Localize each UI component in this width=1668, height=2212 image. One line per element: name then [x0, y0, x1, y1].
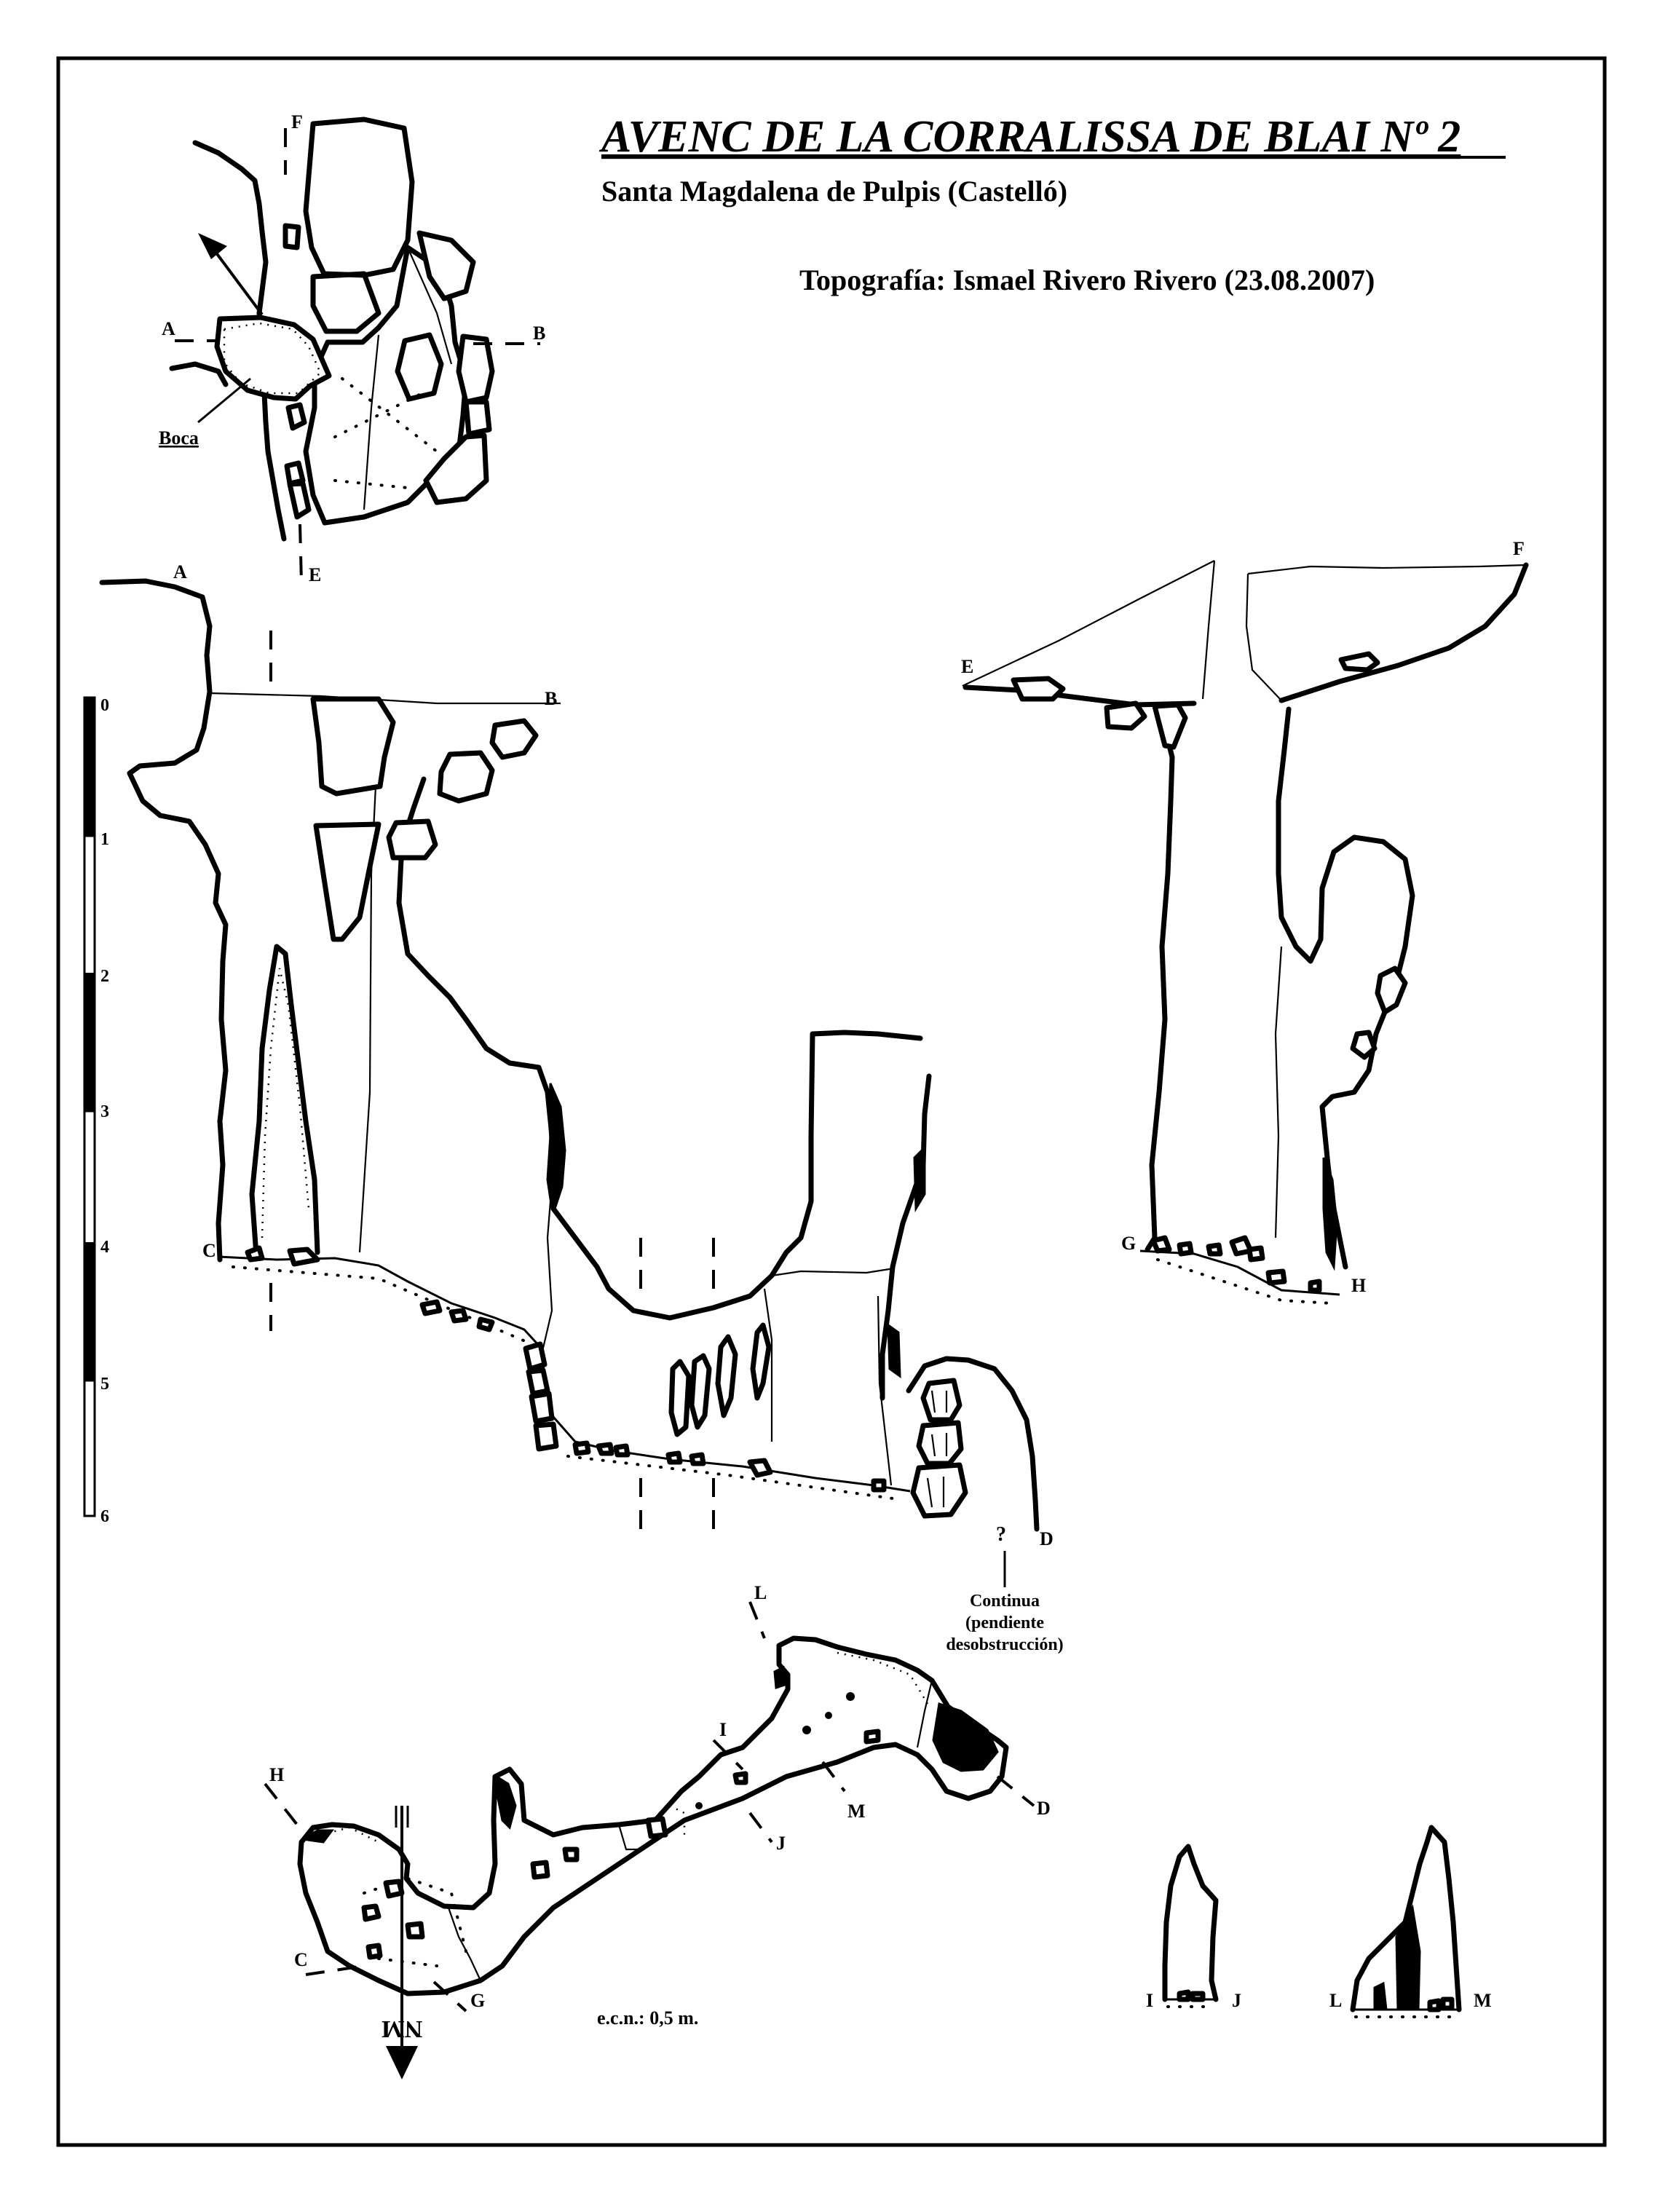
- svg-text:J: J: [776, 1833, 786, 1854]
- cross-section-ij: I J: [1146, 1844, 1241, 2011]
- svg-text:M: M: [847, 1801, 866, 1822]
- svg-text:J: J: [1232, 1990, 1241, 2011]
- svg-text:5: 5: [100, 1375, 109, 1394]
- cave-plan: NM H C G L I J M D e.c.n.: 0,5 m.: [264, 1582, 1051, 2079]
- entrance-plan: F A B E Boca: [159, 111, 545, 585]
- section-ef-gh: E F G H: [961, 538, 1529, 1305]
- cross-section-lm: L M: [1329, 1825, 1492, 2018]
- north-arrow-head: [198, 233, 227, 259]
- svg-text:I: I: [719, 1719, 727, 1740]
- continua-question: ?: [996, 1523, 1006, 1546]
- svg-text:0: 0: [100, 696, 109, 715]
- svg-text:B: B: [533, 323, 545, 344]
- section-label-F: F: [1513, 538, 1525, 559]
- svg-text:1: 1: [100, 830, 109, 849]
- svg-text:A: A: [162, 318, 175, 339]
- continua-note-2: (pendiente: [965, 1613, 1044, 1632]
- svg-text:L: L: [1329, 1990, 1342, 2011]
- svg-text:H: H: [269, 1764, 284, 1785]
- north-arrow-magnetic: [386, 2046, 418, 2079]
- svg-text:6: 6: [100, 1507, 109, 1526]
- contour-interval: e.c.n.: 0,5 m.: [597, 2007, 698, 2029]
- boca-label: Boca: [159, 427, 199, 449]
- svg-text:I: I: [1146, 1990, 1153, 2011]
- svg-text:L: L: [754, 1582, 767, 1603]
- north-arrow-line: [214, 250, 264, 316]
- section-label-D: D: [1040, 1528, 1054, 1549]
- survey-title: AVENC DE LA CORRALISSA DE BLAI Nº 2: [598, 112, 1461, 162]
- svg-text:F: F: [291, 111, 303, 133]
- section-ab-cd: A B C D ? Continua (pendiente desobstruc…: [99, 561, 1064, 1654]
- continua-note-3: desobstrucción): [946, 1635, 1063, 1654]
- location-subtitle: Santa Magdalena de Pulpis (Castelló): [601, 175, 1067, 208]
- survey-author: Topografía: Ismael Rivero Rivero (23.08.…: [799, 264, 1375, 296]
- svg-text:3: 3: [100, 1102, 109, 1121]
- svg-text:4: 4: [100, 1238, 109, 1257]
- section-label-H: H: [1351, 1275, 1366, 1296]
- section-label-A: A: [173, 561, 187, 582]
- title-block: AVENC DE LA CORRALISSA DE BLAI Nº 2 Sant…: [598, 112, 1506, 296]
- vertical-scale-bar: 0 1 2 3 4 5 6: [83, 696, 109, 1526]
- section-label-E: E: [961, 656, 973, 677]
- section-label-G: G: [1121, 1233, 1136, 1254]
- north-label: NM: [382, 2015, 423, 2042]
- svg-text:D: D: [1037, 1798, 1051, 1819]
- page-frame: [56, 56, 1607, 2147]
- continua-note-1: Continua: [970, 1592, 1040, 1611]
- svg-text:2: 2: [100, 967, 109, 986]
- svg-text:M: M: [1474, 1990, 1492, 2011]
- svg-text:C: C: [294, 1949, 308, 1970]
- svg-text:G: G: [470, 1990, 485, 2011]
- section-label-C: C: [202, 1240, 216, 1261]
- section-label-B: B: [545, 688, 557, 709]
- svg-text:E: E: [309, 564, 321, 585]
